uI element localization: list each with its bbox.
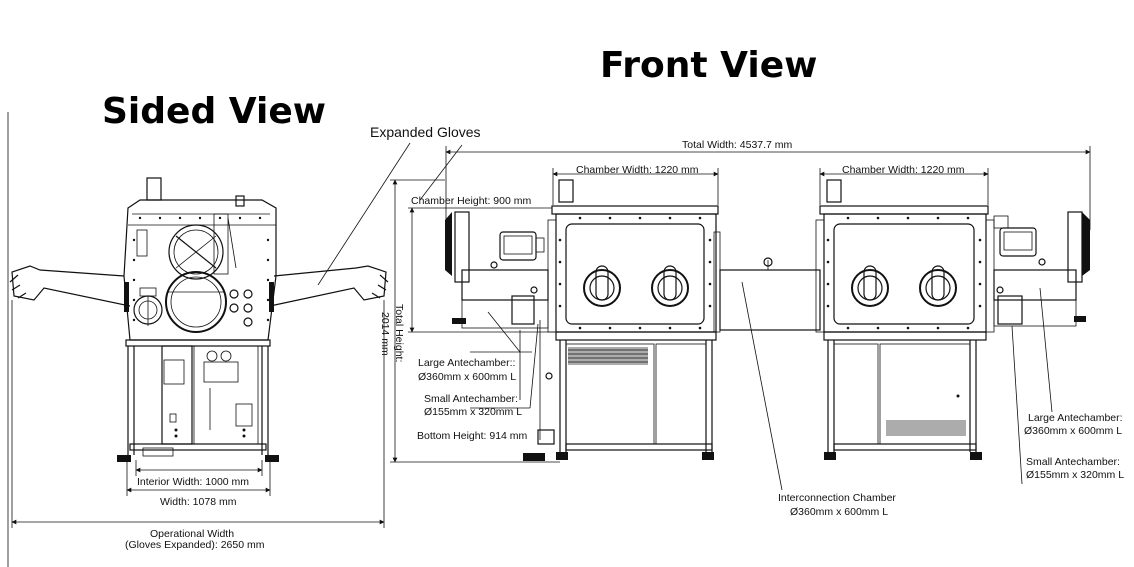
small-antechamber-left-label-1: Small Antechamber: <box>424 393 518 405</box>
gloves-leader-2 <box>419 144 463 201</box>
front-leaders <box>470 281 1053 491</box>
large-antechamber-right-label-2: Ø360mm x 600mm L <box>1024 425 1122 437</box>
interior-width-label: Interior Width: 1000 mm <box>137 476 249 488</box>
large-antechamber-right-label-1: Large Antechamber: <box>1028 412 1123 424</box>
front-antechamber-right <box>993 211 1090 327</box>
total-width-label: Total Width: 4537.7 mm <box>682 139 793 151</box>
small-antechamber-right-label-1: Small Antechamber: <box>1026 456 1120 468</box>
small-antechamber-right-label-2: Ø155mm x 320mm L <box>1026 469 1124 481</box>
front-antechamber-left <box>445 211 555 461</box>
front-view-title: Front View <box>600 45 817 86</box>
gloves-leader-1 <box>317 142 411 286</box>
front-dimensions <box>390 146 1091 463</box>
operational-width-label-1: Operational Width <box>150 528 234 540</box>
chamber-width-left-label: Chamber Width: 1220 mm <box>576 164 699 176</box>
front-glovebox-right <box>815 179 995 460</box>
side-view-machine <box>9 177 389 462</box>
large-antechamber-left-label-1: Large Antechamber:: <box>418 357 515 369</box>
interconnection-chamber <box>719 257 821 331</box>
total-height-value: 2014 mm <box>379 312 391 356</box>
front-glovebox-left <box>547 179 721 460</box>
large-antechamber-left-label-2: Ø360mm x 600mm L <box>418 371 516 383</box>
small-antechamber-left-label-2: Ø155mm x 320mm L <box>424 406 522 418</box>
interconnection-label-2: Ø360mm x 600mm L <box>790 506 888 518</box>
interconnection-label-1: Interconnection Chamber <box>778 492 896 504</box>
chamber-width-right-label: Chamber Width: 1220 mm <box>842 164 965 176</box>
total-height-label: Total Height: <box>393 304 405 362</box>
bottom-height-label: Bottom Height: 914 mm <box>417 430 528 442</box>
expanded-gloves-label: Expanded Gloves <box>370 124 481 140</box>
sided-view-title: Sided View <box>102 91 326 132</box>
chamber-height-label: Chamber Height: 900 mm <box>411 195 531 207</box>
side-dimensions <box>11 300 385 528</box>
width-label: Width: 1078 mm <box>160 496 237 508</box>
operational-width-label-2: (Gloves Expanded): 2650 mm <box>125 539 265 551</box>
